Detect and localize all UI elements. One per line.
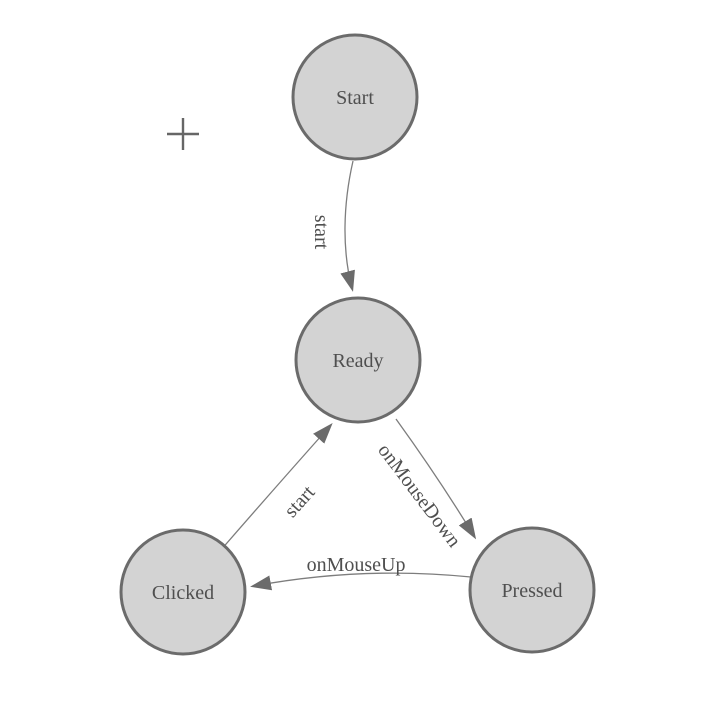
state-node-start[interactable]: Start (291, 33, 419, 161)
state-circle-pressed[interactable] (468, 526, 596, 654)
state-node-pressed[interactable]: Pressed (468, 526, 596, 654)
state-node-clicked[interactable]: Clicked (119, 528, 247, 656)
state-circle-clicked[interactable] (119, 528, 247, 656)
edge-label-start-to-ready: start (310, 215, 332, 250)
crosshair-icon (167, 118, 199, 150)
edge-clicked-to-ready[interactable] (219, 423, 333, 552)
state-node-ready[interactable]: Ready (294, 296, 422, 424)
edge-ready-to-pressed[interactable] (395, 418, 477, 540)
state-circle-ready[interactable] (294, 296, 422, 424)
edge-start-to-ready[interactable] (340, 160, 355, 292)
overlay-layer (167, 118, 199, 150)
edge-label-clicked-to-ready: start (280, 481, 320, 522)
edge-pressed-to-clicked[interactable] (250, 572, 472, 591)
state-circle-start[interactable] (291, 33, 419, 161)
edge-label-ready-to-pressed: onMouseDown (373, 440, 465, 552)
